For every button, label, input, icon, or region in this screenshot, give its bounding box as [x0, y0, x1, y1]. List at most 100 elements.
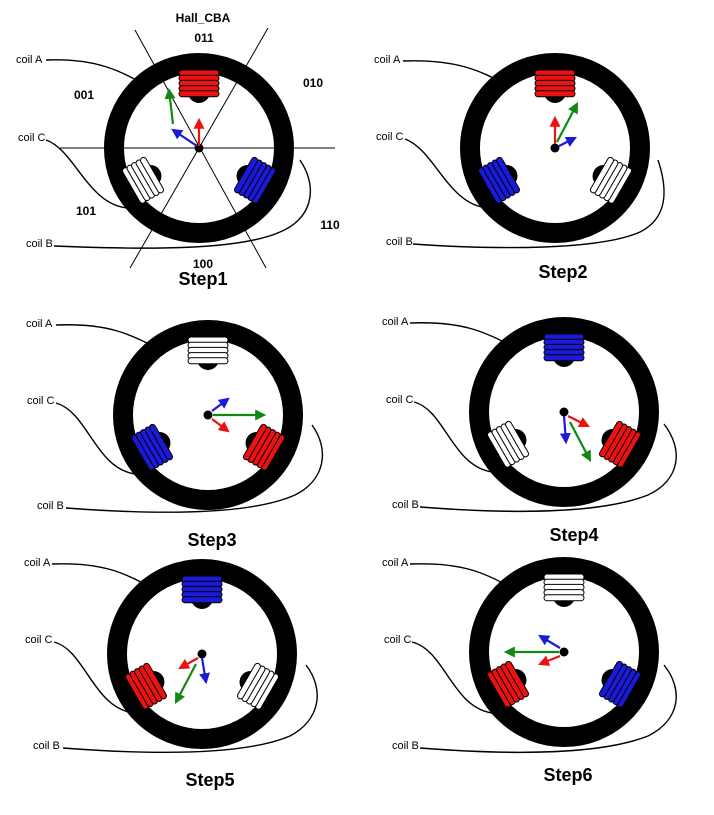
torque-vector: [558, 137, 577, 147]
coil-c-wire: [404, 138, 489, 209]
step-title: Step1: [178, 269, 227, 289]
stator-ring: [107, 559, 297, 749]
coil-b-winding: [598, 660, 641, 708]
rotor-vectors-step6: [503, 634, 561, 666]
coil-c-wire: [55, 402, 136, 475]
hall-title: Hall_CBA: [176, 11, 231, 25]
coil-b-winding: [233, 156, 276, 204]
coil-a-winding-winding-5: [534, 90, 576, 98]
coil-b-label: coil B: [33, 740, 60, 752]
motor-step4: [469, 317, 659, 507]
field-vector: [178, 657, 199, 670]
coil-c-winding-winding-5: [505, 660, 530, 698]
coil-b-winding-winding-5: [598, 660, 623, 698]
torque-vector: [569, 421, 592, 462]
coil-b-winding: [589, 156, 632, 204]
coil-b-label: coil B: [37, 500, 64, 512]
field-vector: [211, 397, 230, 412]
coil-a-winding-winding-5: [187, 357, 229, 365]
coil-c-winding-winding-5: [140, 156, 165, 194]
coil-c-winding: [125, 662, 168, 710]
coil-b-label: coil B: [392, 499, 419, 511]
coil-b-wire: [65, 424, 324, 513]
coil-c-label: coil C: [386, 394, 414, 406]
field-vector: [171, 128, 198, 147]
rotor-vectors-step5: [174, 657, 210, 704]
step-title: Step4: [549, 525, 598, 545]
rotor-hub: [203, 410, 213, 420]
coil-a-label: coil A: [24, 557, 51, 569]
step-title: Step6: [543, 765, 592, 785]
hall-code: 110: [320, 218, 340, 232]
rotor-vectors-step3: [211, 397, 267, 433]
coil-c-wire: [413, 401, 493, 473]
coil-b-winding-winding-5: [589, 156, 614, 194]
coil-b-winding: [236, 662, 279, 710]
torque-vector: [174, 663, 197, 704]
rotor-vector: [559, 415, 571, 445]
coil-b-winding-winding-5: [598, 420, 623, 458]
coil-b-wire: [62, 664, 318, 753]
coil-a-winding: [178, 69, 220, 103]
coil-c-winding-winding-5: [143, 662, 168, 700]
coil-b-wire: [419, 423, 677, 512]
step-title: Step2: [538, 262, 587, 282]
motor-step5: [107, 559, 297, 749]
coil-b-label: coil B: [26, 238, 53, 250]
coil-c-wire: [411, 641, 493, 714]
coil-c-winding: [122, 156, 165, 204]
stator-ring: [104, 53, 294, 243]
torque-vector: [164, 87, 176, 125]
torque-vector: [211, 418, 230, 433]
coil-a-winding: [181, 575, 223, 609]
coil-c-winding-winding-5: [505, 420, 530, 458]
coil-c-winding: [478, 156, 521, 204]
motor-step1: [104, 53, 294, 243]
coil-c-winding: [487, 420, 530, 468]
field-vector: [567, 415, 590, 427]
coil-b-label: coil B: [386, 236, 413, 248]
coil-c-winding: [487, 660, 530, 708]
coil-c-label: coil C: [384, 634, 412, 646]
coil-c-wire: [45, 139, 129, 209]
coil-b-winding-winding-5: [242, 423, 267, 461]
coil-a-winding: [187, 336, 229, 370]
stator-ring: [460, 53, 650, 243]
coil-a-winding-winding-5: [181, 596, 223, 604]
coil-a-winding-winding-5: [543, 354, 585, 362]
coil-a-winding: [534, 69, 576, 103]
rotor-hub: [197, 649, 207, 659]
coil-c-label: coil C: [18, 132, 46, 144]
rotor-vectors-step4: [559, 415, 592, 462]
hall-code: 100: [193, 257, 213, 271]
step-title: Step5: [185, 770, 234, 790]
coil-c-label: coil C: [25, 634, 53, 646]
coil-b-wire: [412, 159, 665, 249]
coil-c-winding-winding-5: [496, 156, 521, 194]
hall-code: 001: [74, 88, 94, 102]
coil-a-label: coil A: [382, 557, 409, 569]
coil-a-label: coil A: [374, 54, 401, 66]
coil-c-label: coil C: [27, 395, 55, 407]
stator-ring: [469, 317, 659, 507]
coil-c-label: coil C: [376, 131, 404, 143]
rotor-hub: [559, 647, 569, 657]
rotor-vectors-step1: [164, 87, 205, 147]
coil-b-label: coil B: [392, 740, 419, 752]
motor-step6: [469, 557, 659, 747]
hall-code: 011: [194, 31, 214, 45]
coil-a-label: coil A: [26, 318, 53, 330]
coil-b-winding: [598, 420, 641, 468]
coil-b-wire: [419, 664, 677, 753]
stator-ring: [469, 557, 659, 747]
rotor-vector: [556, 102, 579, 143]
coil-c-winding-winding-5: [149, 423, 174, 461]
motor-step2: [460, 53, 650, 243]
hall-code: 010: [303, 76, 323, 90]
coil-b-winding: [242, 423, 285, 471]
coil-a-winding-winding-5: [543, 594, 585, 602]
coil-c-winding: [131, 423, 174, 471]
coil-b-wire: [53, 159, 311, 249]
coil-c-wire: [53, 641, 134, 714]
